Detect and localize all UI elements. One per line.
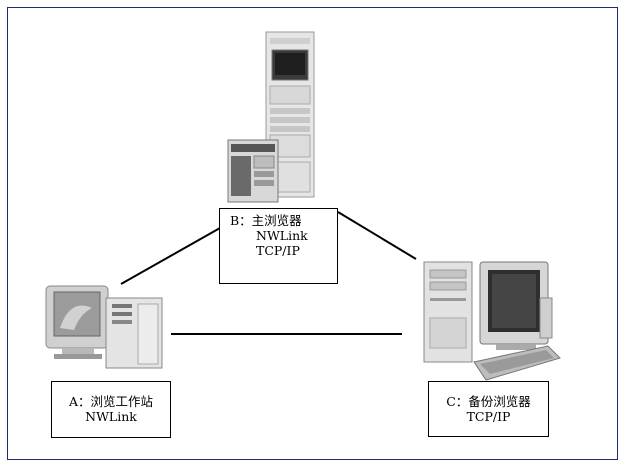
diagram-frame (7, 7, 618, 460)
node-a-protocol: NWLink (85, 409, 137, 424)
node-b-protocol-2: TCP/IP (256, 243, 300, 258)
node-b-role: B：主浏览器 (230, 213, 302, 228)
node-b-protocol-1: NWLink (256, 228, 308, 243)
desktop-computer-icon (423, 261, 561, 381)
workstation-icon (45, 285, 163, 369)
server-icon (227, 31, 315, 203)
node-c-role: C：备份浏览器 (446, 394, 531, 409)
node-c-label: C：备份浏览器 TCP/IP (428, 381, 549, 437)
node-b-label: B：主浏览器 NWLink TCP/IP (219, 208, 338, 284)
node-a-role: A：浏览工作站 (68, 394, 154, 409)
node-a-label: A：浏览工作站 NWLink (51, 381, 171, 438)
node-c-protocol: TCP/IP (466, 409, 511, 424)
edge-a-b (120, 227, 221, 285)
edge-b-c (337, 211, 417, 260)
